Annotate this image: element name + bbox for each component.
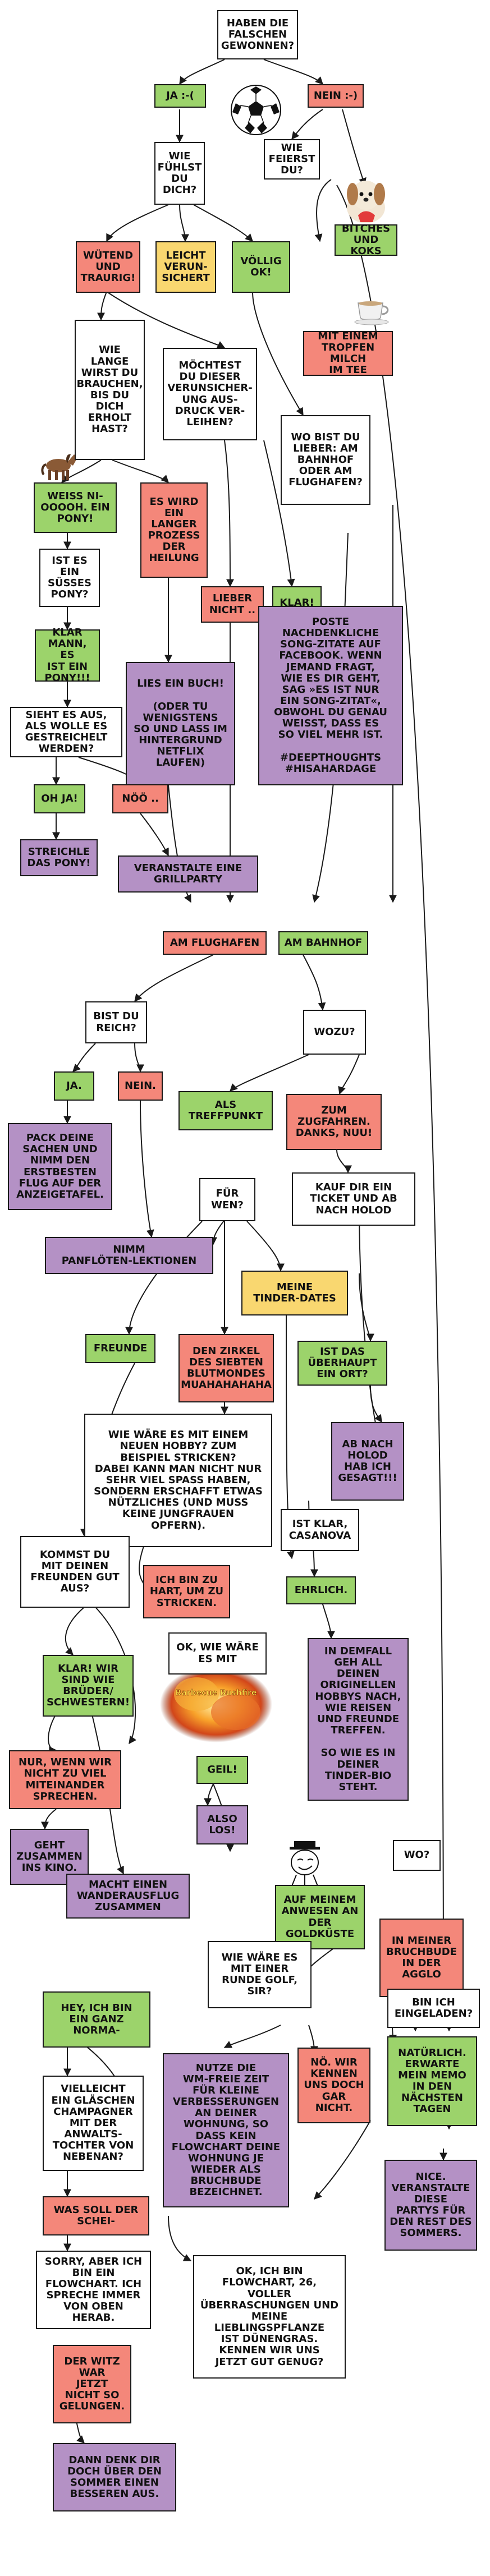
result-panfloete: NIMM PANFLÖTEN-LEKTIONEN xyxy=(45,1237,213,1274)
question-hobby: WIE WÄRE ES MIT EINEM NEUEN HOBBY? ZUM B… xyxy=(84,1414,272,1547)
question-fuerwen: FÜR WEN? xyxy=(199,1178,255,1221)
answer-zugfahren[interactable]: ZUM ZUGFAHREN. DANKS, NUU! xyxy=(286,1094,382,1150)
answer-witz[interactable]: DER WITZ WAR JETZT NICHT SO GELUNGEN. xyxy=(53,2345,131,2423)
question-reich: BIST DU REICH? xyxy=(85,1001,147,1043)
answer-nein[interactable]: NEIN :-) xyxy=(308,84,364,108)
fireball-caption: Barbecue Bushfire xyxy=(176,1689,257,1698)
question-sorry: SORRY, ABER ICH BIN EIN FLOWCHART. ICH S… xyxy=(36,2251,151,2329)
puppy-icon xyxy=(347,181,385,223)
tea-cup-icon xyxy=(354,301,389,325)
question-moechtest: MÖCHTEST DU DIESER VERUNSICHER- UNG AUS-… xyxy=(163,348,257,440)
result-indemfall: IN DEMFALL GEH ALL DEINEN ORIGINELLEN HO… xyxy=(308,1638,409,1801)
answer-brutbude[interactable]: IN MEINER BRUCHBUDE IN DER AGGLO xyxy=(379,1919,464,1997)
result-casanova: IST KLAR, CASANOVA xyxy=(281,1509,359,1551)
answer-klarwir[interactable]: KLAR! WIR SIND WIE BRÜDER/ SCHWESTERN! xyxy=(43,1655,134,1717)
question-golf: WIE WÄRE ES MIT EINER RUNDE GOLF, SIR? xyxy=(208,1941,312,2008)
question-okwie: OK, WIE WÄRE ES MIT xyxy=(168,1632,267,1675)
answer-leicht[interactable]: LEICHT VERUN- SICHERT xyxy=(155,241,216,293)
result-streichle: STREICHLE DAS PONY! xyxy=(20,839,98,876)
answer-prozess[interactable]: ES WIRD EIN LANGER PROZESS DER HEILUNG xyxy=(140,482,208,578)
answer-bitches[interactable]: BITCHES UND KOKS xyxy=(335,223,397,257)
result-nice: NICE. VERANSTALTE DIESE PARTYS FÜR DEN R… xyxy=(384,2160,477,2251)
question-wo: WO? xyxy=(393,1840,441,1871)
answer-wuetend[interactable]: WÜTEND UND TRAURIG! xyxy=(76,241,140,293)
answer-tinder[interactable]: MEINE TINDER-DATES xyxy=(241,1271,348,1315)
answer-hart[interactable]: ICH BIN ZU HART, UM ZU STRICKEN. xyxy=(143,1565,230,1618)
answer-voellig[interactable]: VÖLLIG OK! xyxy=(232,241,290,293)
result-poste: POSTE NACHDENKLICHE SONG-ZITATE AUF FACE… xyxy=(258,606,403,785)
question-siehtes: SIEHT ES AUS, ALS WOLLE ES GESTREICHELT … xyxy=(10,707,122,757)
result-pack: PACK DEINE SACHEN UND NIMM DEN ERSTBESTE… xyxy=(8,1123,112,1210)
answer-ehrlich[interactable]: EHRLICH. xyxy=(286,1576,356,1604)
question-feierst: WIE FEIERST DU? xyxy=(264,139,320,180)
question-suess: IST ES EIN SÜSSES PONY? xyxy=(39,549,100,607)
answer-ja[interactable]: JA :-( xyxy=(154,84,206,108)
answer-ohja[interactable]: OH JA! xyxy=(34,784,85,813)
result-liesbuch: LIES EIN BUCH! (ODER TU WENIGSTENS SO UN… xyxy=(126,662,235,785)
answer-treffpunkt[interactable]: ALS TREFFPUNKT xyxy=(178,1091,273,1130)
result-wanderausflug: MACHT EINEN WANDERAUSFLUG ZUSAMMEN xyxy=(66,1874,190,1919)
answer-heybin[interactable]: HEY, ICH BIN EIN GANZ NORMA- xyxy=(43,1991,150,2048)
answer-natuerlich[interactable]: NATÜRLICH. ERWARTE MEIN MEMO IN DEN NÄCH… xyxy=(387,2036,477,2126)
soccer-ball-icon xyxy=(231,85,281,135)
answer-geil[interactable]: GEIL! xyxy=(196,1756,248,1784)
answer-goldkueste[interactable]: AUF MEINEM ANWESEN AN DER GOLDKÜSTE xyxy=(275,1885,365,1949)
question-kommst: KOMMST DU MIT DEINEN FREUNDEN GUT AUS? xyxy=(20,1536,130,1608)
result-nutze: NUTZE DIE WM-FREIE ZEIT FÜR KLEINE VERBE… xyxy=(163,2053,289,2207)
question-eingeladen: BIN ICH EINGELADEN? xyxy=(387,1989,480,2028)
answer-freunde[interactable]: FREUNDE xyxy=(85,1334,155,1363)
result-dankdenk: DANN DENK DIR DOCH ÜBER DEN SOMMER EINEN… xyxy=(53,2443,176,2511)
answer-milch[interactable]: MIT EINEM TROPFEN MILCH IM TEE xyxy=(303,330,393,376)
result-grillparty: VERANSTALTE EINE GRILLPARTY xyxy=(118,855,258,893)
answer-amflughafen[interactable]: AM FLUGHAFEN xyxy=(163,931,267,955)
meme-face-icon xyxy=(290,1841,320,1887)
answer-nein2[interactable]: NEIN. xyxy=(118,1071,163,1101)
question-wozu: WOZU? xyxy=(303,1010,366,1055)
question-fuehlst: WIE FÜHLST DU DICH? xyxy=(154,142,205,205)
answer-wassoll[interactable]: WAS SOLL DER SCHEI- xyxy=(43,2196,149,2235)
question-okich: OK, ICH BIN FLOWCHART, 26, VOLLER ÜBERRA… xyxy=(193,2255,346,2379)
answer-zirkel[interactable]: DEN ZIRKEL DES SIEBTEN BLUTMONDES MUAHAH… xyxy=(178,1334,274,1402)
fireball-icon: Barbecue Bushfire xyxy=(160,1666,272,1742)
start-question: HABEN DIE FALSCHEN GEWONNEN? xyxy=(217,10,298,59)
result-alsolos: ALSO LOS! xyxy=(196,1805,248,1844)
answer-klarmann[interactable]: KLAR MANN, ES IST EIN PONY!!! xyxy=(35,627,100,683)
answer-ambahnhof[interactable]: AM BAHNHOF xyxy=(278,931,368,955)
answer-nurwenn[interactable]: NUR, WENN WIR NICHT ZU VIEL MITEINANDER … xyxy=(9,1750,121,1809)
answer-noe[interactable]: NÖÖ .. xyxy=(112,784,168,813)
answer-weissnio[interactable]: WEISS NI- OOOOH. EIN PONY! xyxy=(34,482,117,533)
result-kaufticket: KAUF DIR EIN TICKET UND AB NACH HOLOD xyxy=(292,1172,415,1226)
question-wielange: WIE LANGE WIRST DU BRAUCHEN, BIS DU DICH… xyxy=(75,320,145,460)
answer-ja2[interactable]: JA. xyxy=(54,1071,94,1101)
pony-icon xyxy=(41,454,77,480)
answer-neinwir[interactable]: NÖ. WIR KENNEN UNS DOCH GAR NICHT. xyxy=(297,2048,370,2123)
question-istdas[interactable]: IST DAS ÜBERHAUPT EIN ORT? xyxy=(297,1341,387,1386)
result-abnach: AB NACH HOLOD HAB ICH GESAGT!!! xyxy=(331,1422,404,1501)
question-wobist: WO BIST DU LIEBER: AM BAHNHOF ODER AM FL… xyxy=(281,415,370,505)
answer-lieber[interactable]: LIEBER NICHT .. xyxy=(201,586,264,623)
question-champagner: VIELLEICHT EIN GLÄSCHEN CHAMPAGNER MIT D… xyxy=(43,2076,144,2171)
